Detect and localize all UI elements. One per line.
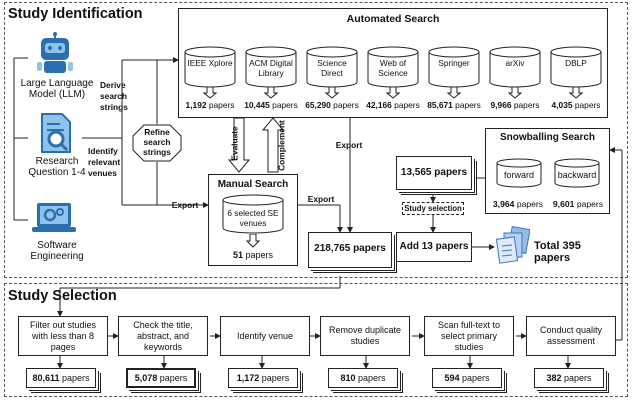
manual-venues-label: 6 selected SE venues <box>227 208 279 228</box>
export-label-manual-right: Export <box>307 194 335 204</box>
selection-count-box <box>126 368 196 388</box>
export-label-manual-left: Export <box>171 200 199 210</box>
database-papers-count: 10,445 papers <box>244 100 298 110</box>
database-name: IEEE Xplore <box>187 58 233 68</box>
add-papers-box <box>396 232 472 262</box>
study-identification-title: Study Identification <box>8 6 143 22</box>
database-down-arrow <box>568 86 584 99</box>
backward-cylinder <box>554 158 600 188</box>
forward-label: forward <box>503 170 534 180</box>
study-selection-tag <box>402 202 464 215</box>
database-name: DBLP <box>565 58 587 68</box>
selection-count-box <box>432 368 502 388</box>
selection-step: Remove duplicate studies <box>320 316 410 356</box>
database-cylinder <box>489 46 541 88</box>
snowball-total-label: 13,565 papers <box>400 167 468 178</box>
database-down-arrow <box>507 86 523 99</box>
total-papers-label: Total 395 papers <box>534 240 581 264</box>
selection-count-box <box>26 368 96 388</box>
input-llm-label: Large Language Model (LLM) <box>20 78 94 100</box>
input-research-question-label: Research Question 1-4 <box>28 156 86 178</box>
database-papers-count: 4,035 papers <box>551 100 601 110</box>
manual-papers-count: 51 papers <box>232 250 274 260</box>
selection-step: Check the title, abstract, and keywords <box>118 316 208 356</box>
database-papers-count: 1,192 papers <box>185 100 235 110</box>
laptop-gears-icon <box>30 200 78 236</box>
database-name: ACM Digital Library <box>249 58 293 78</box>
database-name: arXiv <box>505 58 525 68</box>
refine-search-strings-node <box>132 124 182 162</box>
robot-icon <box>32 32 78 76</box>
identify-relevant-venues-label: Identify relevant venues <box>88 146 121 178</box>
selection-count-label: 5,078 papers <box>134 373 188 383</box>
complement-label: Complement <box>276 120 287 171</box>
selection-count-label: 1,172 papers <box>236 373 290 383</box>
database-cylinder <box>184 46 236 88</box>
database-cylinder <box>306 46 358 88</box>
selection-step: Filter out studies with less than 8 page… <box>18 316 108 356</box>
study-selection-title: Study Selection <box>8 288 117 304</box>
database-cylinder <box>245 46 297 88</box>
derive-search-strings-label: Derive search strings <box>100 80 128 112</box>
study-selection-tag-label: Study selection <box>404 204 462 213</box>
evaluate-label: Evaluate <box>229 126 240 161</box>
selection-count-label: 594 papers <box>444 373 490 383</box>
selection-count-label: 810 papers <box>340 373 386 383</box>
documents-stack-icon <box>495 226 531 266</box>
database-cylinder <box>367 46 419 88</box>
database-down-arrow <box>446 86 462 99</box>
database-cylinder <box>550 46 602 88</box>
manual-venues-cylinder <box>222 194 284 234</box>
forward-papers-count: 3,964 papers <box>492 199 544 209</box>
database-name: Science Direct <box>317 58 347 78</box>
document-search-icon <box>36 112 76 154</box>
add-papers-label: Add 13 papers <box>399 241 469 252</box>
database-down-arrow <box>324 86 340 99</box>
database-down-arrow <box>385 86 401 99</box>
automated-search-title: Automated Search <box>346 13 440 25</box>
database-name: Web of Science <box>378 58 408 78</box>
selection-step: Conduct quality assessment <box>526 316 616 356</box>
manual-down-arrow <box>245 233 261 248</box>
selection-step: Scan full-text to select primary studies <box>424 316 514 356</box>
database-down-arrow <box>202 86 218 99</box>
selection-count-box <box>534 368 604 388</box>
database-down-arrow <box>263 86 279 99</box>
snowballing-search-title: Snowballing Search <box>499 132 596 143</box>
manual-search-title: Manual Search <box>217 179 289 190</box>
database-papers-count: 85,671 papers <box>427 100 481 110</box>
backward-label: backward <box>557 170 597 180</box>
selection-count-label: 382 papers <box>546 373 592 383</box>
forward-cylinder <box>496 158 542 188</box>
study-selection-section <box>4 283 628 397</box>
database-papers-count: 65,290 papers <box>305 100 359 110</box>
selection-count-box <box>228 368 298 388</box>
snowball-total-box <box>396 156 472 190</box>
backward-papers-count: 9,601 papers <box>552 199 604 209</box>
combined-total-label: 218,765 papers <box>314 243 386 254</box>
export-label-automated: Export <box>335 140 363 150</box>
combined-total-box <box>308 232 392 268</box>
database-cylinder <box>428 46 480 88</box>
selection-count-label: 80,611 papers <box>32 373 90 383</box>
database-papers-count: 9,966 papers <box>490 100 540 110</box>
refine-search-strings-label: Refine search strings <box>143 127 171 157</box>
database-name: Springer <box>438 58 470 68</box>
study-identification-section <box>4 2 628 278</box>
input-software-engineering-label: Software Engineering <box>30 240 84 262</box>
selection-step: Identify venue <box>220 316 310 356</box>
selection-count-box <box>328 368 398 388</box>
database-papers-count: 42,166 papers <box>366 100 420 110</box>
